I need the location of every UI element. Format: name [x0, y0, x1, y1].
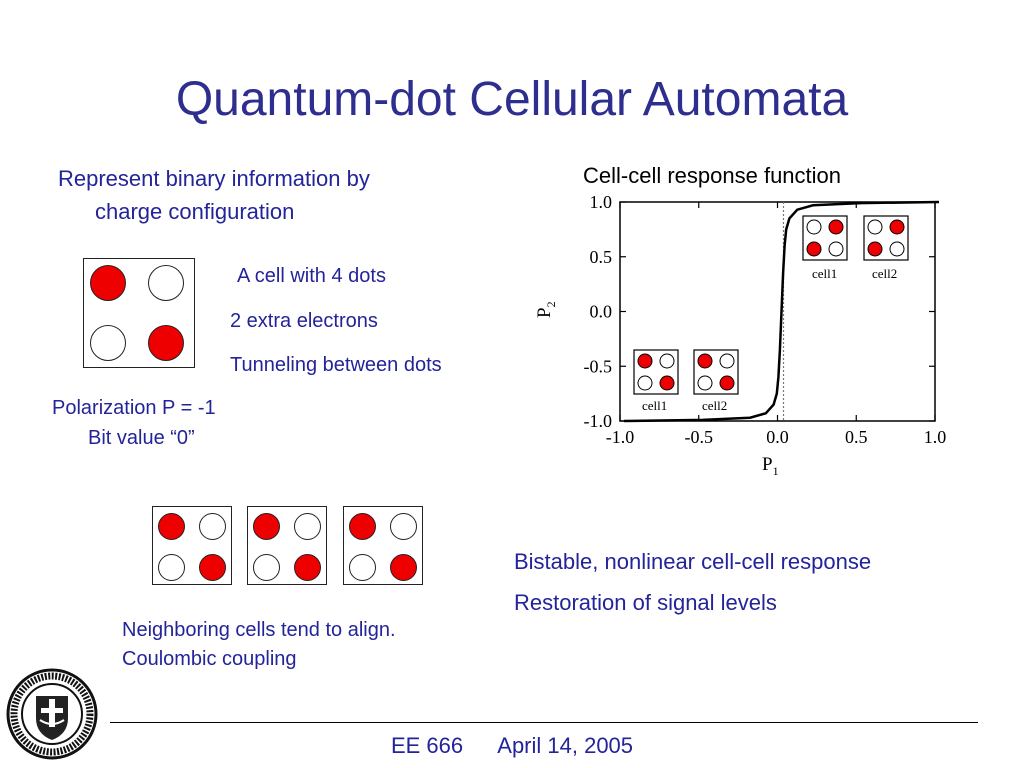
bit-value-label: Bit value “0”	[88, 427, 195, 449]
x-tick-label: -1.0	[606, 427, 635, 447]
label-four-dots: A cell with 4 dots	[237, 265, 386, 287]
series-line-response	[623, 200, 940, 423]
bullet-bistable: Bistable, nonlinear cell-cell response	[514, 549, 872, 574]
footer-divider	[110, 722, 978, 723]
dot-top-right	[199, 513, 226, 540]
x-tick-label: -0.5	[685, 427, 714, 447]
dot-bottom-left	[158, 554, 185, 581]
y-axis-label: P2	[534, 301, 558, 318]
dot-top-left	[253, 513, 280, 540]
x-tick-label: 0.5	[845, 427, 868, 447]
dot-bottom-right	[148, 325, 184, 361]
cell1-label-top: cell1	[812, 266, 837, 281]
y-tick-label: -0.5	[584, 356, 613, 376]
y-tick-label: 0.5	[590, 247, 613, 267]
dot-top-left	[158, 513, 185, 540]
x-axis-label: P1	[762, 454, 779, 478]
y-tick-label: 1.0	[590, 192, 613, 212]
positive-cell-pair: cell1 cell2	[802, 215, 909, 281]
intro-line-2: charge configuration	[95, 199, 295, 224]
dot-bottom-left	[253, 554, 280, 581]
polarization-label: Polarization P = -1	[52, 397, 216, 419]
dot-bottom-left	[349, 554, 376, 581]
slide-title: Quantum-dot Cellular Automata	[175, 73, 849, 126]
tick-layer: -1.0 -0.5 0.0 0.5 1.0 1.0 0.5 0.0 -0.5 -1.0	[584, 192, 947, 447]
cell2-label-top: cell2	[872, 266, 897, 281]
neighbor-cell-2	[247, 506, 327, 585]
dot-top-left	[90, 265, 126, 301]
neighbor-cell-3	[343, 506, 423, 585]
dot-top-right	[148, 265, 184, 301]
cell2-label-bottom: cell2	[702, 398, 727, 413]
y-tick-label: -1.0	[584, 411, 613, 431]
footer-date: April 14, 2005	[497, 733, 634, 758]
negative-cell-pair: cell1 cell2	[633, 349, 739, 413]
label-extra-electrons: 2 extra electrons	[230, 310, 378, 332]
neighbor-cell-1	[152, 506, 232, 585]
footer: EE 666 April 14, 2005	[0, 733, 1024, 759]
qca-cell-diagram	[83, 258, 195, 368]
dot-bottom-left	[90, 325, 126, 361]
dot-bottom-right	[294, 554, 321, 581]
label-tunneling: Tunneling between dots	[230, 354, 442, 376]
neighbor-line-2: Coulombic coupling	[122, 648, 297, 670]
dot-top-right	[294, 513, 321, 540]
x-tick-label: 0.0	[766, 427, 789, 447]
university-seal-icon	[6, 668, 98, 760]
bullet-restoration: Restoration of signal levels	[514, 590, 777, 615]
dot-bottom-right	[199, 554, 226, 581]
dot-top-right	[390, 513, 417, 540]
response-chart: -1.0 -0.5 0.0 0.5 1.0 1.0 0.5 0.0 -0.5 -1.0 P1 P2…	[534, 192, 947, 478]
dot-bottom-right	[390, 554, 417, 581]
y-tick-label: 0.0	[590, 302, 613, 322]
intro-line-1: Represent binary information by	[58, 166, 370, 191]
x-tick-label: 1.0	[924, 427, 947, 447]
response-title: Cell-cell response function	[583, 163, 842, 188]
dot-top-left	[349, 513, 376, 540]
footer-course: EE 666	[390, 733, 464, 758]
neighbor-line-1: Neighboring cells tend to align.	[122, 619, 396, 641]
cell1-label-bottom: cell1	[642, 398, 667, 413]
